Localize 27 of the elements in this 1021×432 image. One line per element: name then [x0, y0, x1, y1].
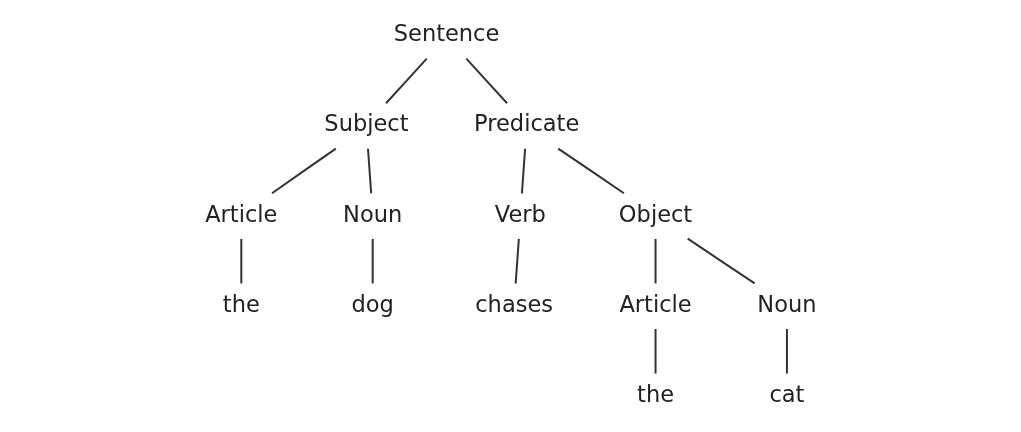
- node-text: Sentence: [393, 20, 499, 47]
- connector: [686, 237, 756, 285]
- connector: [464, 57, 508, 105]
- connector: [371, 237, 374, 285]
- node-text: Subject: [323, 110, 409, 137]
- connector: [785, 328, 788, 375]
- node-text: Noun: [756, 290, 817, 317]
- node-text: cat: [768, 380, 804, 407]
- connector: [366, 147, 372, 195]
- node-text: dog: [351, 290, 394, 317]
- node-text: the: [636, 380, 674, 407]
- node-text: Object: [618, 200, 692, 227]
- connector: [384, 57, 428, 105]
- node-text: Verb: [494, 200, 546, 227]
- connector: [654, 237, 657, 285]
- node-text: Article: [618, 290, 692, 317]
- node-text: Article: [204, 200, 277, 227]
- connector: [514, 237, 520, 285]
- node-text: chases: [474, 290, 553, 317]
- connector: [654, 328, 657, 375]
- node-text: Noun: [342, 200, 402, 227]
- connector: [520, 147, 526, 195]
- node-text: Predicate: [473, 110, 579, 137]
- node-text: the: [222, 290, 260, 317]
- connector: [270, 147, 337, 195]
- connector: [556, 147, 625, 195]
- connector: [239, 237, 242, 285]
